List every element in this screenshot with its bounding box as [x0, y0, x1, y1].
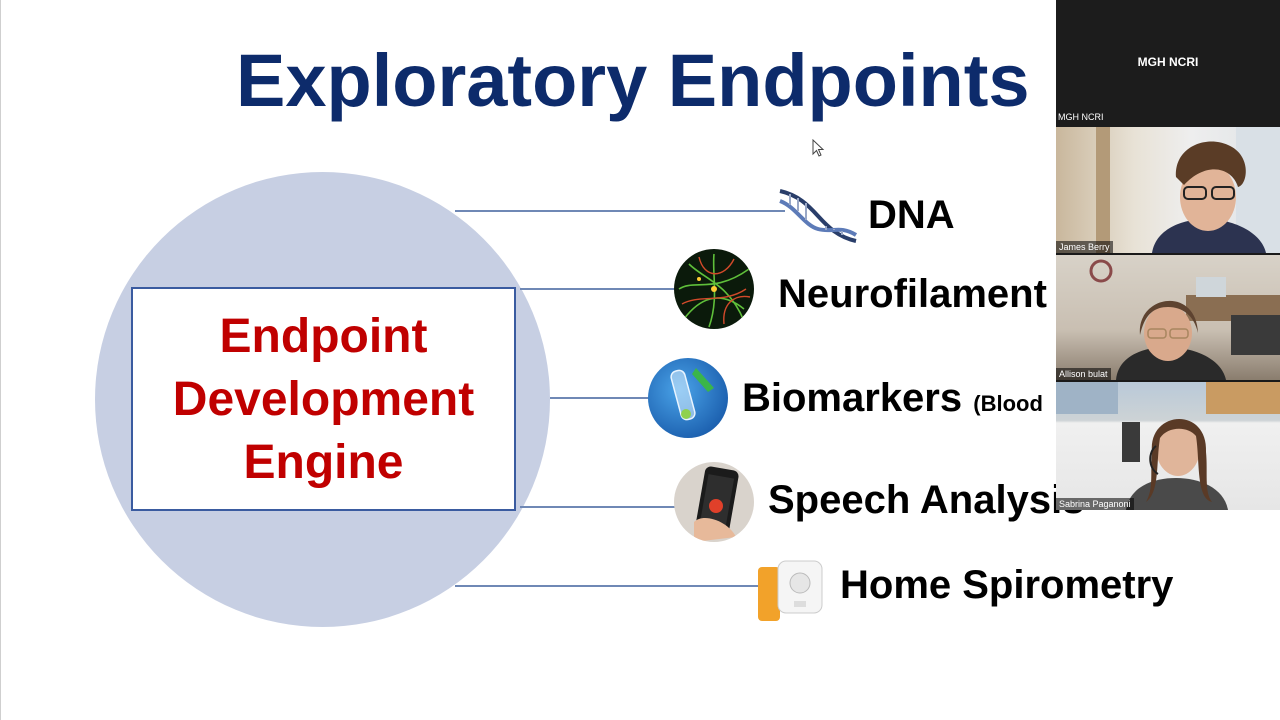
participant-name-tag: Allison bulat	[1056, 368, 1111, 380]
participant-video-tile[interactable]: Sabrina Paganoni	[1056, 382, 1280, 510]
engine-label: Endpoint Development Engine	[172, 309, 475, 489]
participant-name-tag: Sabrina Paganoni	[1056, 498, 1134, 510]
host-video-tile[interactable]: MGH NCRI MGH NCRI	[1056, 0, 1280, 127]
participant-video-tile[interactable]: Allison bulat	[1056, 255, 1280, 380]
test-tube-icon	[648, 358, 728, 438]
biomarkers-suffix: (Blood	[973, 391, 1043, 416]
endpoint-spirometry-label: Home Spirometry	[840, 563, 1174, 607]
participant-video-frame	[1089, 259, 1280, 380]
host-label: MGH NCRI	[1137, 55, 1199, 69]
slide-left-border	[0, 0, 1, 720]
connector-biomarkers	[550, 397, 650, 399]
neuron-image-icon	[674, 249, 754, 329]
host-name-tag: MGH NCRI	[1058, 112, 1104, 122]
endpoint-speech-label: Speech Analysis	[768, 478, 1085, 522]
connector-spirometry	[455, 585, 760, 587]
participant-video-tile[interactable]: James Berry	[1056, 127, 1280, 253]
connector-speech	[520, 506, 680, 508]
slide-title: Exploratory Endpoints	[236, 39, 1030, 122]
mouse-cursor-icon	[812, 139, 825, 157]
participant-video-frame	[1056, 382, 1280, 510]
engine-box: Endpoint Development Engine	[131, 287, 516, 511]
endpoint-biomarkers-label: Biomarkers (Blood	[742, 376, 1043, 420]
participant-name-tag: James Berry	[1056, 241, 1113, 253]
endpoint-neurofilament-label: Neurofilament	[778, 272, 1047, 316]
dna-helix-icon	[778, 185, 858, 247]
spirometer-icon	[754, 553, 826, 625]
endpoint-dna-label: DNA	[868, 193, 955, 237]
participant-video-frame	[1096, 127, 1280, 253]
connector-neurofilament	[520, 288, 680, 290]
phone-recorder-icon	[674, 462, 754, 542]
connector-dna	[455, 210, 785, 212]
